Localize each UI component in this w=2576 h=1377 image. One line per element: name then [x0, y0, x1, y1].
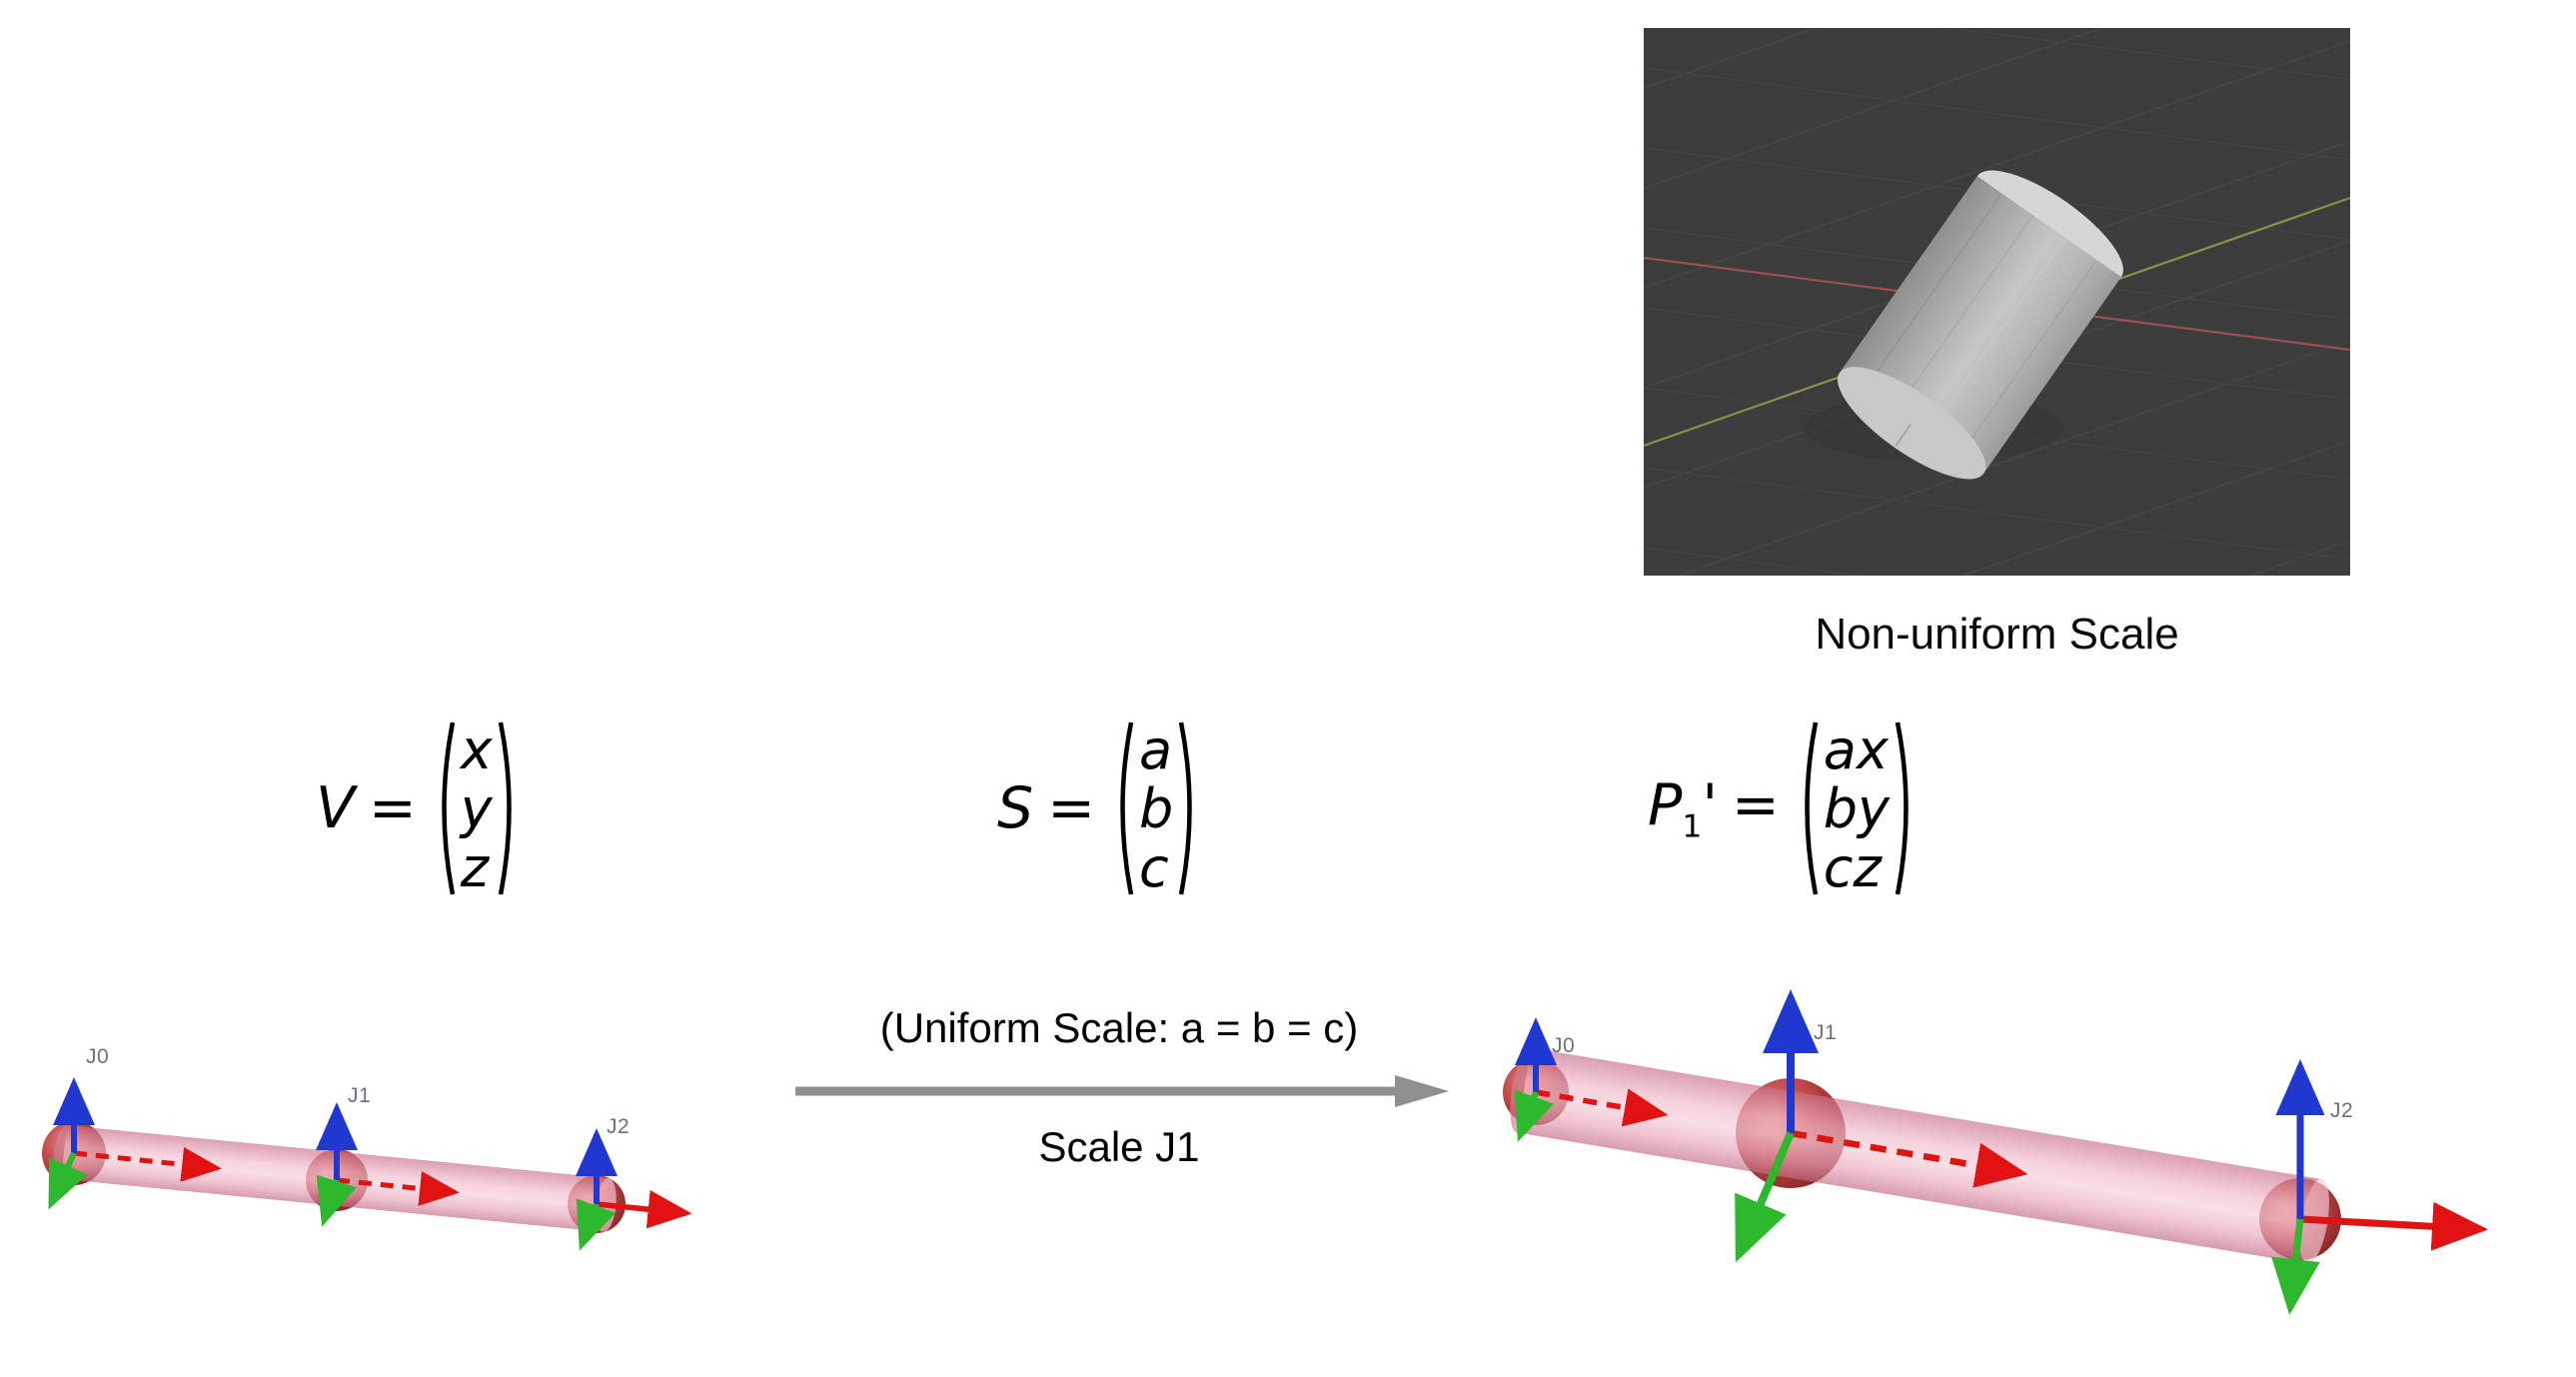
formula-p1-prime: P1'= ax by cz [1648, 715, 1918, 901]
j0-y-axis-arrow [1514, 1089, 1555, 1142]
joint-label-left-j0: J0 [86, 1045, 110, 1068]
j1-y-axis-arrow [316, 1174, 357, 1227]
matrix-row: x [460, 717, 493, 781]
robot-arm-right [1503, 989, 2488, 1315]
matrix-row: cz [1823, 835, 1882, 899]
paren-right-icon [1179, 721, 1192, 895]
3d-viewport [1644, 28, 2350, 576]
axis-arrows-left [48, 1077, 692, 1251]
matrix-row: by [1823, 776, 1890, 840]
formula-s: S= a b c [997, 715, 1201, 901]
viewport-caption: Non-uniform Scale [1815, 610, 2179, 659]
matrix-row: y [460, 776, 493, 840]
paren-left-icon [1805, 721, 1818, 895]
paren-right-icon [498, 721, 512, 895]
j0-x-axis-dashed-arrow [73, 1146, 222, 1182]
robot-arm-left [42, 1077, 692, 1251]
j1-x-axis-dashed-arrow [1790, 1129, 2028, 1188]
viewport-render [1644, 28, 2350, 576]
bone-cylinder-right [1510, 1047, 2329, 1264]
paren-left-icon [442, 721, 455, 895]
formula-v-lhs: V= [316, 775, 417, 841]
matrix-row: z [460, 835, 490, 899]
axis-arrows-right [1514, 989, 2488, 1315]
formula-s-matrix: a b c [1135, 720, 1177, 897]
joint-label-right-j2: J2 [2330, 1099, 2354, 1122]
paren-right-icon [1895, 721, 1909, 895]
j2-y-axis-arrow [576, 1198, 617, 1251]
matrix-row: c [1138, 835, 1169, 899]
formula-v-matrix: x y z [457, 720, 497, 897]
j2-x-axis-arrow [2299, 1201, 2488, 1251]
matrix-row: a [1138, 717, 1173, 781]
joint-label-right-j1: J1 [1814, 1021, 1838, 1044]
matrix-row: ax [1823, 717, 1889, 781]
gray-cylinder [1838, 170, 2123, 480]
j1-x-axis-dashed-arrow [336, 1171, 460, 1206]
formula-p1-matrix: ax by cz [1820, 720, 1894, 897]
j1-y-axis-arrow [1735, 1131, 1795, 1263]
joint-label-left-j1: J1 [348, 1084, 372, 1107]
j0-y-axis-arrow [48, 1151, 88, 1210]
paren-left-icon [1120, 721, 1134, 895]
formula-v: V= x y z [316, 715, 521, 901]
right-arrow-icon [795, 1075, 1449, 1107]
formula-p1-lhs: P1'= [1648, 771, 1780, 845]
transition-condition: (Uniform Scale: a = b = c) [879, 1004, 1359, 1051]
j0-x-axis-dashed-arrow [1535, 1088, 1669, 1127]
matrix-row: b [1138, 776, 1174, 840]
transition-action: Scale J1 [1038, 1123, 1200, 1170]
joint-label-right-j0: J0 [1552, 1034, 1576, 1057]
j2-y-axis-arrow [2271, 1218, 2320, 1315]
joint-label-left-j2: J2 [607, 1115, 631, 1138]
formula-s-lhs: S= [997, 775, 1095, 841]
